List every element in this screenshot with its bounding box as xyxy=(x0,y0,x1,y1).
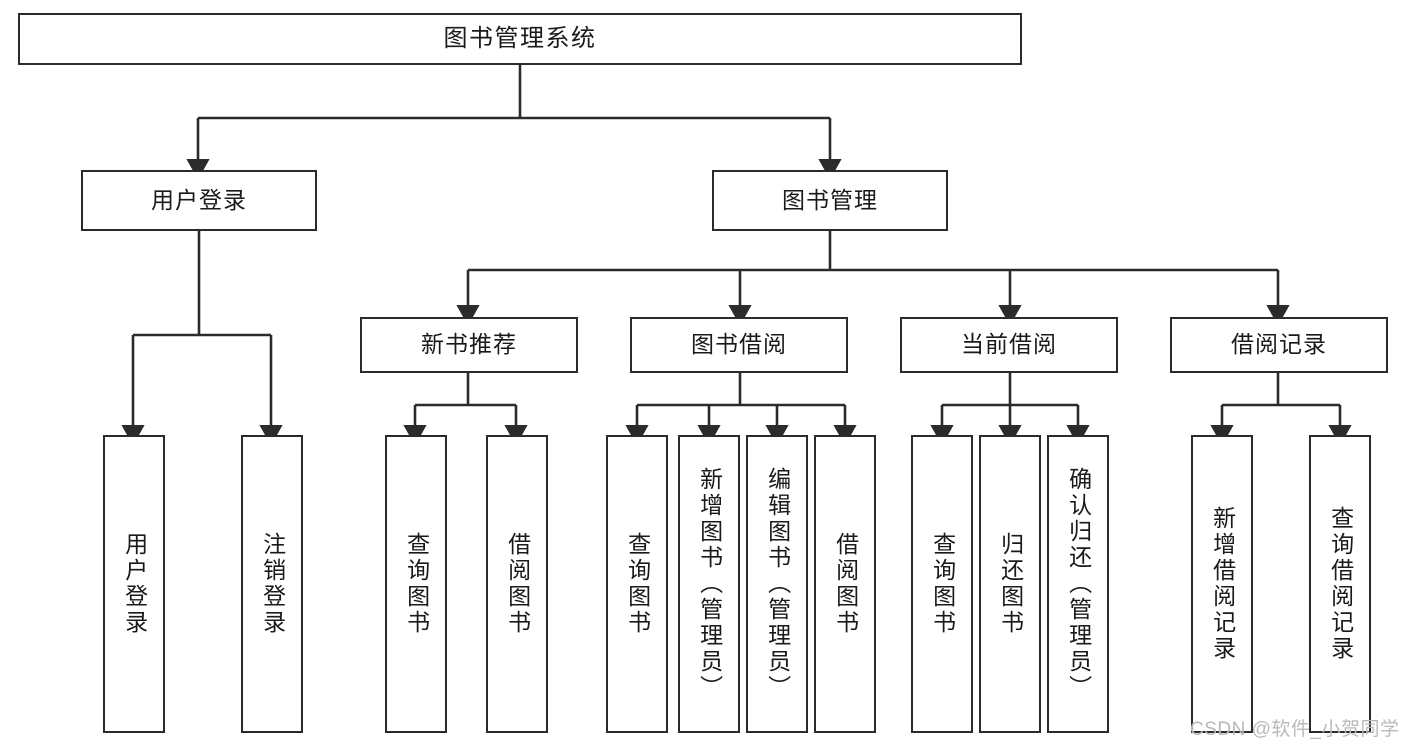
leaf-label: 确认归还（管理员） xyxy=(1065,467,1092,701)
leaf-borrow-record-1[interactable]: 查询借阅记录 xyxy=(1309,435,1371,733)
node-borrow-record[interactable]: 借阅记录 xyxy=(1170,317,1388,373)
leaf-label: 用户登录 xyxy=(121,532,148,636)
leaf-label: 查询借阅记录 xyxy=(1327,506,1354,662)
leaf-label: 归还图书 xyxy=(997,532,1024,636)
leaf-book-borrow-2[interactable]: 编辑图书（管理员） xyxy=(746,435,808,733)
leaf-label: 借阅图书 xyxy=(832,532,859,636)
leaf-label: 查询图书 xyxy=(624,532,651,636)
node-book-manage[interactable]: 图书管理 xyxy=(712,170,948,231)
leaf-label: 编辑图书（管理员） xyxy=(764,467,791,701)
leaf-label: 新增借阅记录 xyxy=(1209,506,1236,662)
node-book-borrow-label: 图书借阅 xyxy=(691,331,787,358)
leaf-current-borrow-1[interactable]: 归还图书 xyxy=(979,435,1041,733)
leaf-user-login-0[interactable]: 用户登录 xyxy=(103,435,165,733)
leaf-new-book-recommend-0[interactable]: 查询图书 xyxy=(385,435,447,733)
leaf-new-book-recommend-1[interactable]: 借阅图书 xyxy=(486,435,548,733)
node-new-book-recommend-label: 新书推荐 xyxy=(421,331,517,358)
node-root[interactable]: 图书管理系统 xyxy=(18,13,1022,65)
leaf-book-borrow-0[interactable]: 查询图书 xyxy=(606,435,668,733)
leaf-label: 新增图书（管理员） xyxy=(696,467,723,701)
leaf-label: 查询图书 xyxy=(403,532,430,636)
node-current-borrow[interactable]: 当前借阅 xyxy=(900,317,1118,373)
node-new-book-recommend[interactable]: 新书推荐 xyxy=(360,317,578,373)
leaf-user-login-1[interactable]: 注销登录 xyxy=(241,435,303,733)
node-current-borrow-label: 当前借阅 xyxy=(961,331,1057,358)
node-book-borrow[interactable]: 图书借阅 xyxy=(630,317,848,373)
leaf-borrow-record-0[interactable]: 新增借阅记录 xyxy=(1191,435,1253,733)
leaf-current-borrow-0[interactable]: 查询图书 xyxy=(911,435,973,733)
node-book-manage-label: 图书管理 xyxy=(782,186,878,213)
node-user-login-label: 用户登录 xyxy=(151,186,247,213)
leaf-current-borrow-2[interactable]: 确认归还（管理员） xyxy=(1047,435,1109,733)
leaf-label: 查询图书 xyxy=(929,532,956,636)
leaf-book-borrow-1[interactable]: 新增图书（管理员） xyxy=(678,435,740,733)
leaf-label: 注销登录 xyxy=(259,532,286,636)
node-borrow-record-label: 借阅记录 xyxy=(1231,331,1327,358)
node-user-login[interactable]: 用户登录 xyxy=(81,170,317,231)
watermark: CSDN @软件_小贺同学 xyxy=(1190,719,1400,740)
leaf-label: 借阅图书 xyxy=(504,532,531,636)
node-root-label: 图书管理系统 xyxy=(443,24,597,52)
leaf-book-borrow-3[interactable]: 借阅图书 xyxy=(814,435,876,733)
